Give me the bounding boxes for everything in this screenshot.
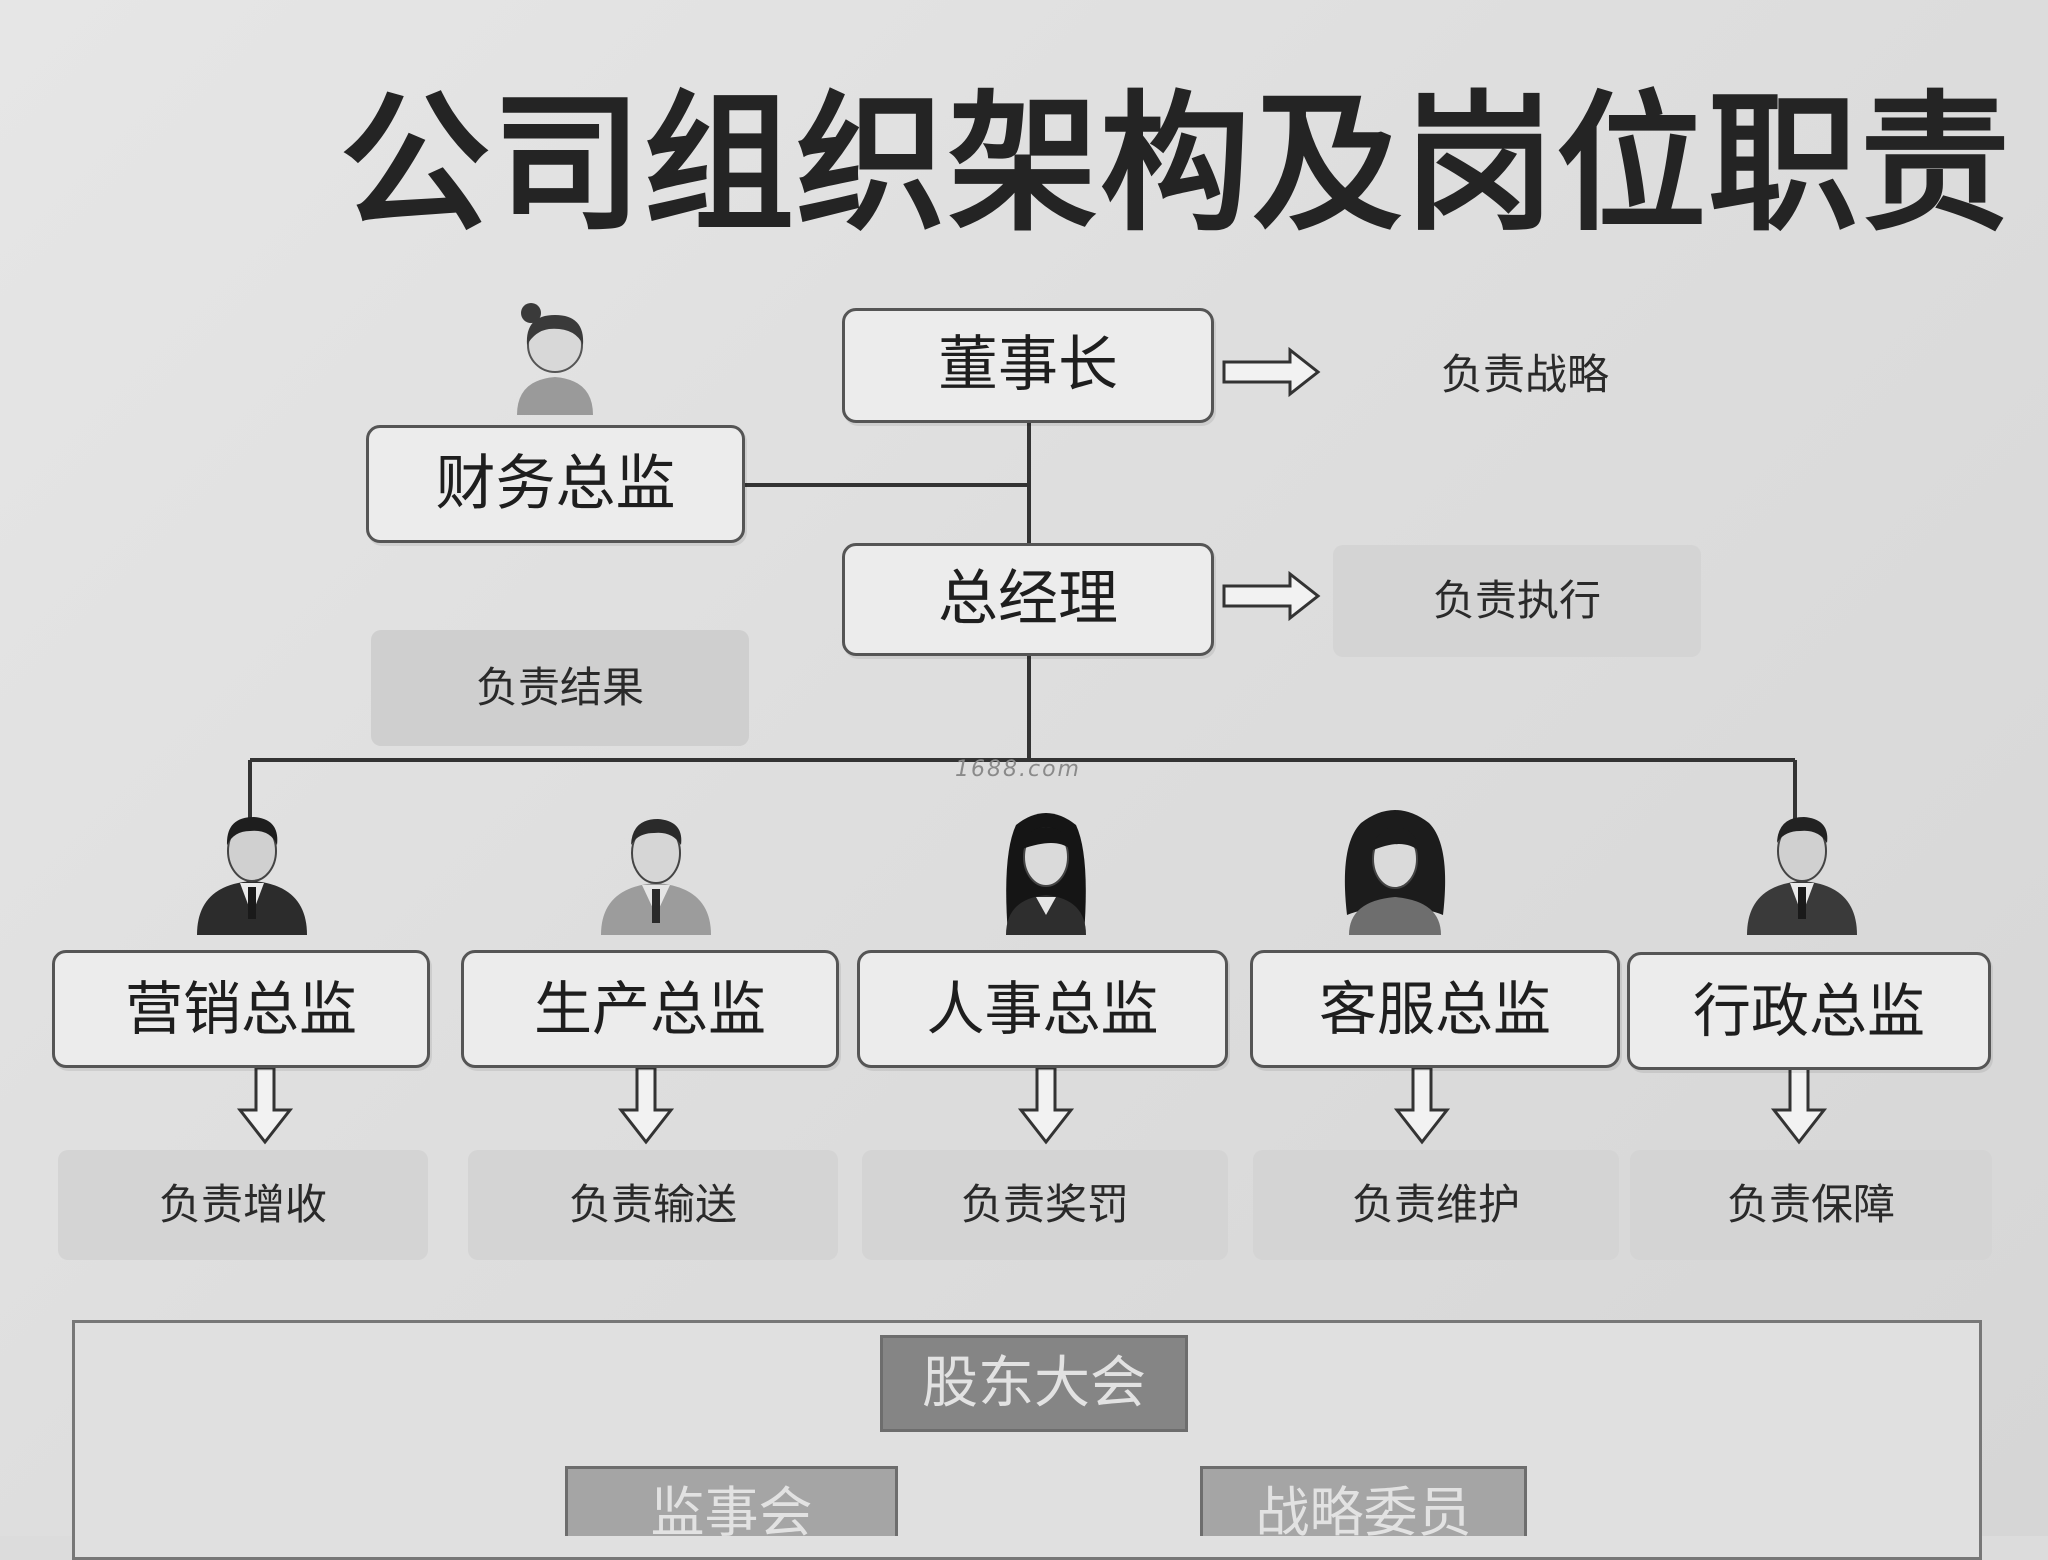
director-box-service: 客服总监 xyxy=(1250,950,1620,1068)
page-title: 公司组织架构及岗位职责 xyxy=(340,78,2013,252)
cfo-duty: 负责结果 xyxy=(371,630,749,746)
director-label: 营销总监 xyxy=(124,975,357,1043)
gm-label: 总经理 xyxy=(938,564,1118,634)
strategy-label: 战略委员 xyxy=(1255,1481,1472,1536)
director-label: 生产总监 xyxy=(533,975,766,1043)
cfo-label: 财务总监 xyxy=(435,449,676,519)
duty-box-hr: 负责奖罚 xyxy=(862,1150,1228,1260)
female-long-hair-avatar-icon xyxy=(1006,813,1086,935)
down-arrow-icon xyxy=(1393,1066,1451,1145)
gm-box: 总经理 xyxy=(842,543,1214,656)
director-label: 行政总监 xyxy=(1692,977,1925,1045)
right-arrow-icon xyxy=(1222,346,1321,398)
down-arrow-icon xyxy=(1017,1066,1075,1145)
down-arrow-icon xyxy=(1770,1066,1828,1145)
chairman-label: 董事长 xyxy=(938,330,1118,400)
chairman-box: 董事长 xyxy=(842,308,1214,423)
right-arrow-icon xyxy=(1222,570,1321,622)
watermark: 1688.com xyxy=(955,757,1081,782)
gm-duty-text: 负责执行 xyxy=(1432,576,1601,625)
cfo-duty-text: 负责结果 xyxy=(475,663,644,712)
duty-text: 负责增收 xyxy=(158,1180,327,1229)
male-shirt-avatar-icon xyxy=(601,819,711,935)
female-avatar-icon xyxy=(517,303,593,415)
male-suit-avatar-icon xyxy=(1747,817,1857,935)
female-curly-hair-avatar-icon xyxy=(1344,810,1446,935)
duty-text: 负责输送 xyxy=(568,1180,737,1229)
shareholders-box: 股东大会 xyxy=(880,1335,1188,1432)
duty-box-admin: 负责保障 xyxy=(1630,1150,1992,1260)
supervisory-label: 监事会 xyxy=(650,1481,813,1536)
chairman-duty-text: 负责战略 xyxy=(1440,350,1609,399)
down-arrow-icon xyxy=(617,1066,675,1145)
down-arrow-icon xyxy=(236,1066,294,1145)
director-box-production: 生产总监 xyxy=(461,950,839,1068)
strategy-box: 战略委员 xyxy=(1200,1466,1527,1536)
director-box-admin: 行政总监 xyxy=(1627,952,1991,1070)
director-box-marketing: 营销总监 xyxy=(52,950,430,1068)
chairman-duty: 负责战略 xyxy=(1340,335,1710,415)
director-label: 客服总监 xyxy=(1318,975,1551,1043)
duty-box-service: 负责维护 xyxy=(1253,1150,1619,1260)
duty-text: 负责维护 xyxy=(1351,1180,1520,1229)
duty-box-marketing: 负责增收 xyxy=(58,1150,428,1260)
male-suit-avatar-icon xyxy=(197,817,307,935)
duty-text: 负责保障 xyxy=(1726,1180,1895,1229)
duty-text: 负责奖罚 xyxy=(960,1180,1129,1229)
supervisory-box: 监事会 xyxy=(565,1466,898,1536)
shareholders-label: 股东大会 xyxy=(922,1351,1146,1416)
director-box-hr: 人事总监 xyxy=(857,950,1228,1068)
cfo-box: 财务总监 xyxy=(366,425,745,543)
director-label: 人事总监 xyxy=(926,975,1159,1043)
duty-box-production: 负责输送 xyxy=(468,1150,838,1260)
gm-duty: 负责执行 xyxy=(1333,545,1701,657)
